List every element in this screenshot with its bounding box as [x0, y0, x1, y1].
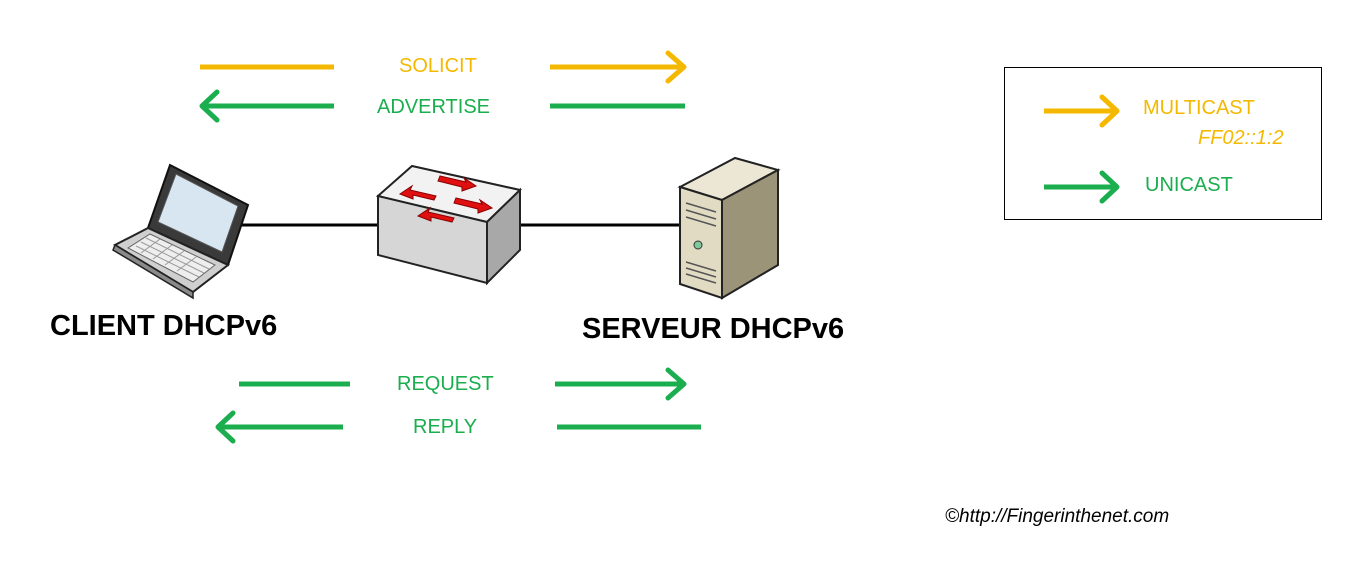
tower-server-icon	[677, 156, 781, 300]
legend-unicast-arrow	[1044, 170, 1120, 204]
request-label: REQUEST	[397, 373, 494, 395]
solicit-label: SOLICIT	[399, 55, 477, 77]
network-switch-icon	[375, 164, 523, 286]
request-arrow	[239, 367, 687, 401]
legend-multicast-address: FF02::1:2	[1198, 127, 1284, 149]
laptop-icon	[112, 163, 250, 300]
legend-multicast-label: MULTICAST	[1143, 97, 1255, 119]
reply-arrow	[215, 410, 701, 444]
advertise-arrow	[199, 89, 685, 123]
reply-label: REPLY	[413, 416, 478, 438]
solicit-arrow	[200, 50, 687, 84]
server-label: SERVEUR DHCPv6	[582, 313, 845, 345]
advertise-label: ADVERTISE	[377, 96, 490, 118]
copyright-text: ©http://Fingerinthenet.com	[945, 506, 1170, 527]
client-label: CLIENT DHCPv6	[50, 310, 278, 342]
legend	[1004, 67, 1322, 220]
legend-multicast-arrow	[1044, 94, 1120, 128]
legend-unicast-label: UNICAST	[1145, 174, 1233, 196]
